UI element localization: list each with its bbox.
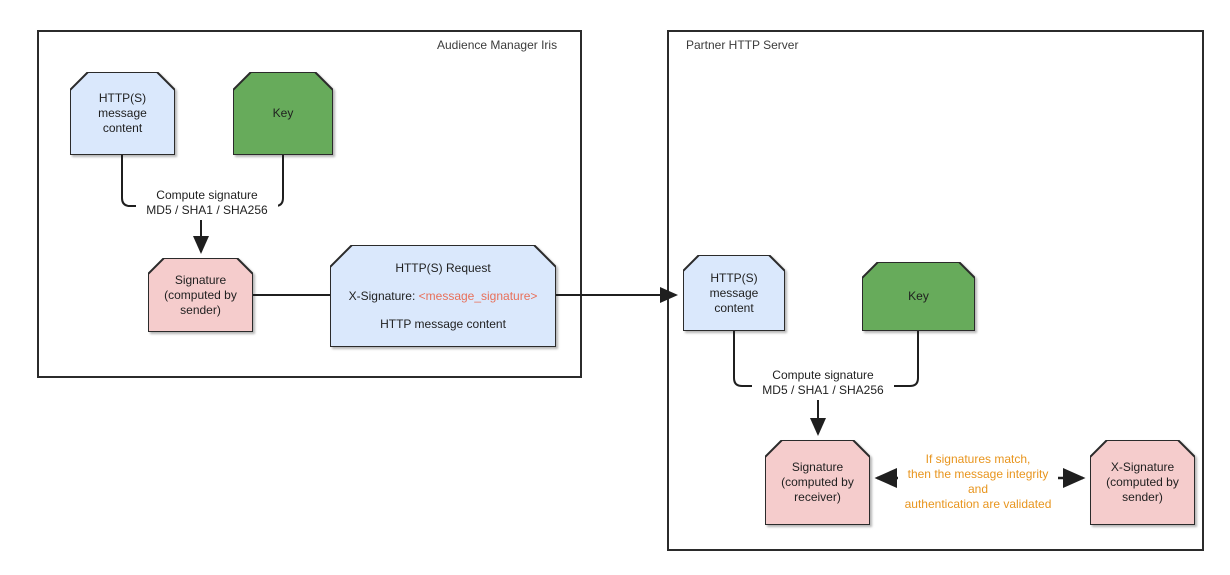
octagon-shape-blue (683, 255, 785, 331)
node-http-message-content-receiver[interactable]: HTTP(S) message content (683, 255, 785, 331)
edge-label-signatures-match: If signatures match, then the message in… (898, 452, 1058, 512)
node-label: HTTP(S) message content (709, 270, 759, 315)
node-signature-sender[interactable]: Signature (computed by sender) (148, 258, 253, 332)
http-request-body: HTTP message content (380, 316, 506, 331)
node-label: HTTP(S) message content (98, 91, 147, 135)
edge-label-compute-signature-left: Compute signature MD5 / SHA1 / SHA256 (136, 188, 278, 218)
x-signature-value: <message_signature> (418, 288, 538, 303)
node-http-request[interactable]: HTTP(S) Request X-Signature: <message_si… (330, 245, 556, 347)
panel-title-right: Partner HTTP Server (686, 38, 799, 52)
panel-title-left: Audience Manager Iris (437, 38, 558, 52)
node-key-sender[interactable]: Key (233, 72, 333, 155)
node-label: Key (908, 289, 929, 303)
octagon-shape-pink (148, 258, 253, 332)
octagon-shape-pink (1090, 440, 1195, 525)
edge-label-compute-signature-right: Compute signature MD5 / SHA1 / SHA256 (752, 368, 894, 398)
node-x-signature-sender[interactable]: X-Signature (computed by sender) (1090, 440, 1195, 525)
node-label: X-Signature (computed by sender) (1106, 460, 1179, 504)
http-request-header: X-Signature: <message_signature> (336, 289, 550, 304)
node-key-receiver[interactable]: Key (862, 262, 975, 331)
node-label: Key (272, 106, 294, 120)
node-label: Signature (computed by sender) (164, 272, 237, 317)
octagon-shape-green (233, 72, 333, 155)
octagon-shape-green (862, 262, 975, 331)
octagon-shape-blue (70, 72, 175, 155)
octagon-shape-blue (330, 245, 556, 347)
http-request-title: HTTP(S) Request (395, 260, 491, 275)
node-http-message-content-sender[interactable]: HTTP(S) message content (70, 72, 175, 155)
node-signature-receiver[interactable]: Signature (computed by receiver) (765, 440, 870, 525)
octagon-shape-pink (765, 440, 870, 525)
http-request-text: HTTP(S) Request X-Signature: <message_si… (336, 261, 550, 332)
x-signature-key: X-Signature: (348, 288, 419, 303)
node-label: Signature (computed by receiver) (781, 460, 854, 504)
